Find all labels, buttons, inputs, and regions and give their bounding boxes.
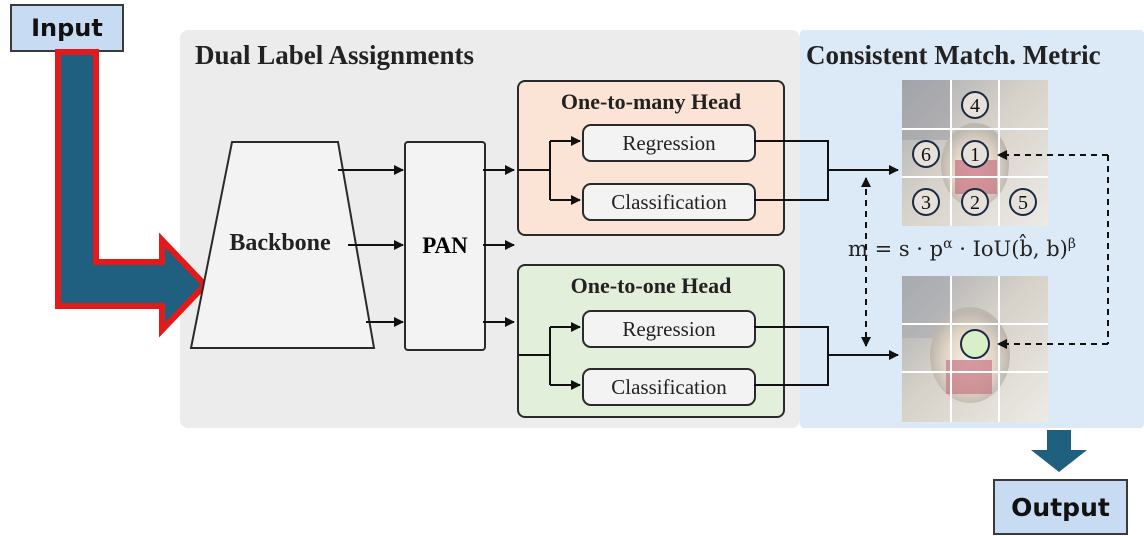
- metric-title: Consistent Match. Metric: [806, 40, 1101, 70]
- formula-bhat: b̂: [1019, 237, 1033, 261]
- grid-marker-label: 1: [970, 144, 980, 166]
- input-arrow: [55, 49, 210, 338]
- grid-marker-label: 6: [921, 144, 931, 166]
- formula-main: m = s · p: [848, 237, 944, 261]
- backbone-shape: [189, 141, 376, 349]
- formula-mid: · IoU(: [952, 237, 1020, 261]
- formula-beta: β: [1067, 236, 1076, 252]
- grid-marker-circle: [961, 140, 989, 168]
- regression-node-one: Regression: [582, 310, 756, 348]
- grid-marker-circle: [912, 188, 940, 216]
- grid-marker-label: 3: [921, 192, 931, 214]
- grid-marker-label: 4: [970, 95, 980, 117]
- classification-node-many: Classification: [582, 183, 756, 221]
- one-to-many-head-title: One-to-many Head: [560, 89, 742, 114]
- grid-marker-circle: [1009, 188, 1037, 216]
- metric-formula: m = s · pα · IoU(b̂, b)β: [848, 236, 1076, 261]
- grid-marker-circle: [961, 188, 989, 216]
- grid-marker-label: 5: [1018, 192, 1028, 214]
- pan-box: PAN: [404, 141, 486, 351]
- classification-node-one: Classification: [582, 368, 756, 406]
- grid-marker-label: 2: [970, 192, 980, 214]
- formula-alpha: α: [943, 236, 953, 252]
- output-box: Output: [993, 479, 1128, 535]
- formula-end: , b): [1032, 237, 1068, 261]
- bottom-grid-marker: [960, 329, 990, 359]
- regression-node-many: Regression: [582, 124, 756, 162]
- input-box: Input: [10, 4, 124, 52]
- one-to-one-head-title: One-to-one Head: [570, 273, 732, 298]
- grid-marker-circle: [961, 91, 989, 119]
- backbone-label: Backbone: [229, 230, 331, 256]
- dual-label-title: Dual Label Assignments: [195, 40, 475, 70]
- output-arrow: [1031, 430, 1087, 472]
- grid-marker-circle: [912, 140, 940, 168]
